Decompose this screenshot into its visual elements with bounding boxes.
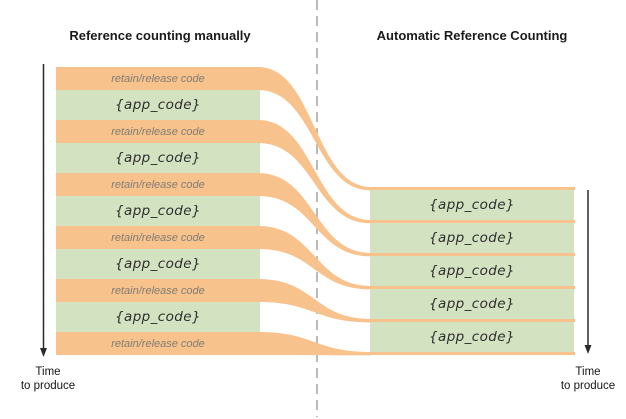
time-label-line1: Time [35,366,61,378]
app-code-label: {app_code} [115,309,201,325]
left-column-title: Reference counting manually [69,28,251,43]
retain-release-bar: retain/release code [56,332,260,355]
right-time-label: Time to produce [548,365,626,394]
right-arrowhead-icon [584,345,592,354]
retain-line [368,352,575,356]
flow-band-1 [258,67,371,191]
flow-band-2 [258,120,371,224]
retain-line [368,286,575,290]
retain-release-label: retain/release code [111,125,205,138]
retain-line [368,319,575,323]
flow-band-3 [258,173,371,257]
app-code-label: {app_code} [429,329,515,346]
retain-release-label: retain/release code [111,72,205,85]
app-code-label: {app_code} [429,263,515,280]
retain-release-bar: retain/release code [56,67,260,90]
app-code-label: {app_code} [115,203,201,219]
app-code-bar: {app_code} [56,90,260,120]
retain-release-bar: retain/release code [56,226,260,249]
retain-line [368,187,575,191]
right-column-title: Automatic Reference Counting [376,28,568,43]
time-label-line1: Time [575,366,601,378]
retain-line [368,253,575,257]
retain-release-bar: retain/release code [56,279,260,302]
app-code-label: {app_code} [429,230,515,247]
flow-band-6 [258,332,371,356]
app-code-bar-right: {app_code} [370,322,574,352]
retain-line [368,220,575,224]
left-time-label: Time to produce [8,365,88,394]
time-label-line2: to produce [560,380,616,393]
retain-release-label: retain/release code [111,178,205,191]
app-code-bar: {app_code} [56,143,260,173]
time-label-line2: to produce [20,380,76,393]
app-code-bar: {app_code} [56,302,260,332]
app-code-bar-right: {app_code} [370,223,574,253]
app-code-bar: {app_code} [56,196,260,226]
app-code-label: {app_code} [115,256,201,272]
flow-band-4 [258,226,371,290]
app-code-bar-right: {app_code} [370,256,574,286]
retain-release-label: retain/release code [111,284,205,297]
app-code-label: {app_code} [115,97,201,113]
app-code-bar-right: {app_code} [370,289,574,319]
app-code-bar: {app_code} [56,249,260,279]
app-code-label: {app_code} [429,296,515,313]
left-arrowhead-icon [40,348,47,357]
flow-band-5 [258,279,371,323]
retain-release-label: retain/release code [111,337,205,350]
app-code-label: {app_code} [429,197,515,214]
app-code-bar-right: {app_code} [370,190,574,220]
app-code-label: {app_code} [115,150,201,166]
retain-release-bar: retain/release code [56,120,260,143]
retain-release-label: retain/release code [111,231,205,244]
retain-release-bar: retain/release code [56,173,260,196]
